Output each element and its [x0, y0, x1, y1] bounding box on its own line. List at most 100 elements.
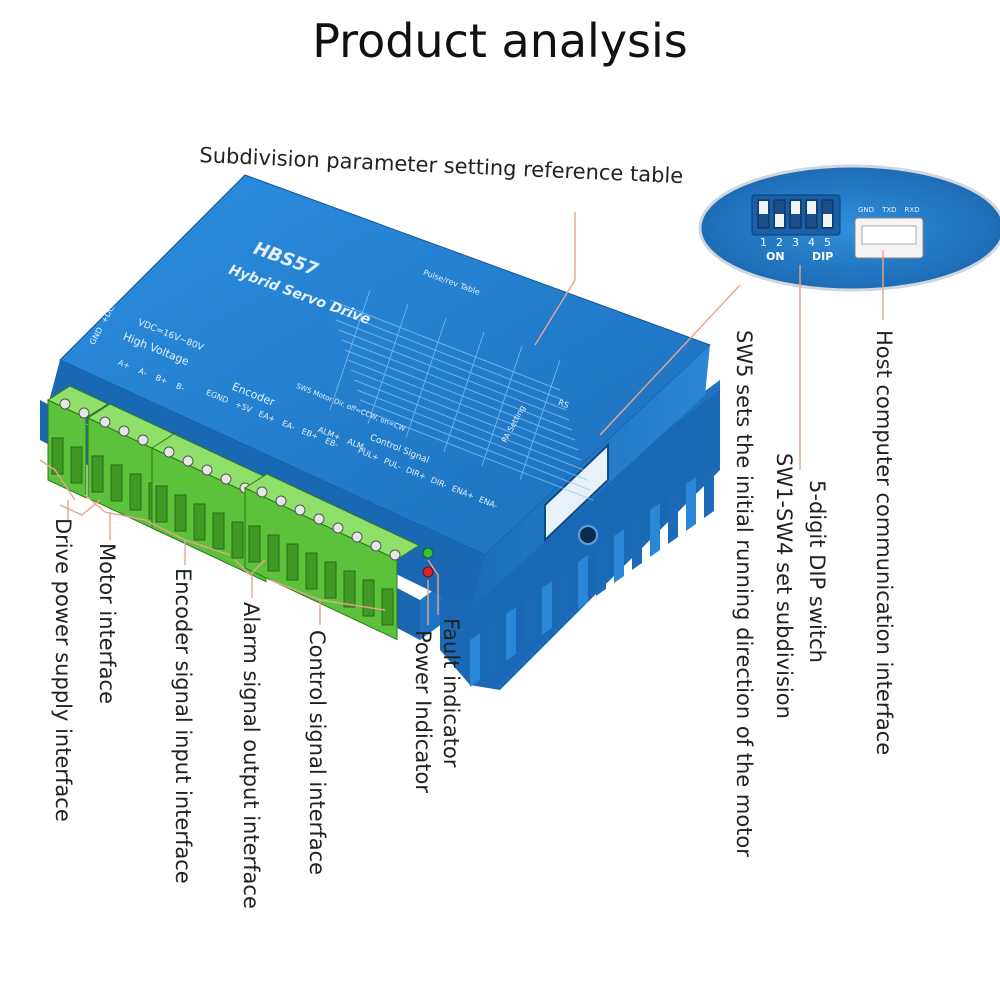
heatsink-fin [686, 477, 696, 531]
table-grid-line [481, 345, 523, 467]
table-grid-line [519, 359, 561, 481]
callout-power-indicator: Power Indicator [411, 630, 435, 793]
dip-on-label: ON [766, 250, 785, 263]
dip-number: 5 [824, 236, 831, 249]
table-grid-line [335, 319, 567, 411]
table-grid-line [341, 339, 573, 431]
callout-sw1-sw4: SW1-SW4 set subdivision [772, 453, 796, 719]
terminal-slot [70, 446, 83, 484]
table-grid-line [362, 409, 594, 501]
callout-fault-indicator: Fault indicator [439, 618, 463, 768]
callout-motor: Motor interface [95, 543, 119, 705]
terminal-screw [201, 464, 213, 476]
page-title: Product analysis [312, 14, 688, 68]
callout-encoder: Encoder signal input interface [171, 568, 195, 884]
dip-dip-label: DIP [812, 250, 834, 263]
heatsink-fin [524, 594, 534, 648]
terminal-screw [332, 522, 344, 534]
table-grid-line [347, 359, 579, 451]
table-grid-line [405, 317, 447, 439]
dip-inset [698, 164, 1000, 292]
heatsink-fin [488, 620, 498, 674]
table-grid-line [350, 369, 582, 461]
terminal-screw [275, 495, 287, 507]
heatsink-fin [578, 555, 588, 609]
terminal-screw [99, 416, 111, 428]
terminal-slot [91, 455, 104, 493]
heatsink-fin [560, 568, 570, 622]
table-grid-line [443, 331, 485, 453]
terminal-slot [174, 494, 187, 532]
heatsink-fin [650, 503, 660, 557]
heatsink-fin [542, 581, 552, 635]
terminal-top [243, 473, 421, 561]
callout-power-supply: Drive power supply interface [51, 518, 75, 822]
table-grid-line [367, 303, 409, 425]
dip-switch-lever [791, 201, 800, 214]
terminal-screw [137, 434, 149, 446]
table-grid-line [338, 329, 570, 421]
terminal-slot [193, 503, 206, 541]
terminal-block [243, 473, 421, 641]
terminal-screw [182, 455, 194, 467]
table-grid-line [356, 389, 588, 481]
terminal-screw [313, 513, 325, 525]
dip-number: 4 [808, 236, 815, 249]
connector-pin-label: RXD [904, 206, 920, 214]
terminal-screw [163, 446, 175, 458]
terminal-slot [155, 485, 168, 523]
terminal-screw [294, 504, 306, 516]
table-grid-line [344, 349, 576, 441]
table-grid-line [353, 379, 585, 471]
terminal-slot [248, 525, 261, 563]
heatsink-fin [596, 542, 606, 596]
callout-alarm: Alarm signal output interface [239, 602, 263, 909]
connector-pin-label: GND [858, 206, 875, 214]
pulse-table-grid [329, 289, 594, 501]
terminal-screw [220, 473, 232, 485]
terminal-slot [305, 552, 318, 590]
terminal-slot [110, 464, 123, 502]
terminal-slot [381, 588, 394, 626]
dip-switch-lever [807, 201, 816, 214]
dip-number: 1 [760, 236, 767, 249]
heatsink-fin [614, 529, 624, 583]
heatsink-fin [632, 516, 642, 570]
heatsink-fin [470, 633, 480, 687]
heatsink-fin [506, 607, 516, 661]
terminal-slot [343, 570, 356, 608]
terminal-slot [324, 561, 337, 599]
fault-led [422, 566, 434, 578]
dip-window [544, 442, 609, 543]
leader-lines [39, 212, 884, 625]
terminal-slot [231, 521, 244, 559]
heatsink-fin [704, 464, 714, 518]
terminal-screw [351, 531, 363, 543]
terminal-blocks [46, 385, 421, 641]
terminal-slot [212, 512, 225, 550]
dip-switch-lever [775, 214, 784, 227]
terminal-slot [129, 473, 142, 511]
callout-control: Control signal interface [305, 630, 329, 876]
callout-host-interface: Host computer communication interface [872, 330, 896, 756]
dip-number: 2 [776, 236, 783, 249]
terminal-screw [370, 540, 382, 552]
terminal-screw [59, 398, 71, 410]
table-grid-line [329, 289, 371, 411]
power-led [422, 547, 434, 559]
connector-pins: GND TXD RXD [858, 206, 920, 214]
terminal-top [46, 385, 110, 419]
terminal-screw [118, 425, 130, 437]
heatsink-fin [668, 490, 678, 544]
terminal-screw [389, 549, 401, 561]
table-grid-line [332, 309, 564, 401]
dip-switch-lever [759, 201, 768, 214]
terminal-slot [286, 543, 299, 581]
terminal-slot [362, 579, 375, 617]
connector-pin-label: TXD [882, 206, 897, 214]
terminal-screw [78, 407, 90, 419]
table-grid-line [359, 399, 591, 491]
